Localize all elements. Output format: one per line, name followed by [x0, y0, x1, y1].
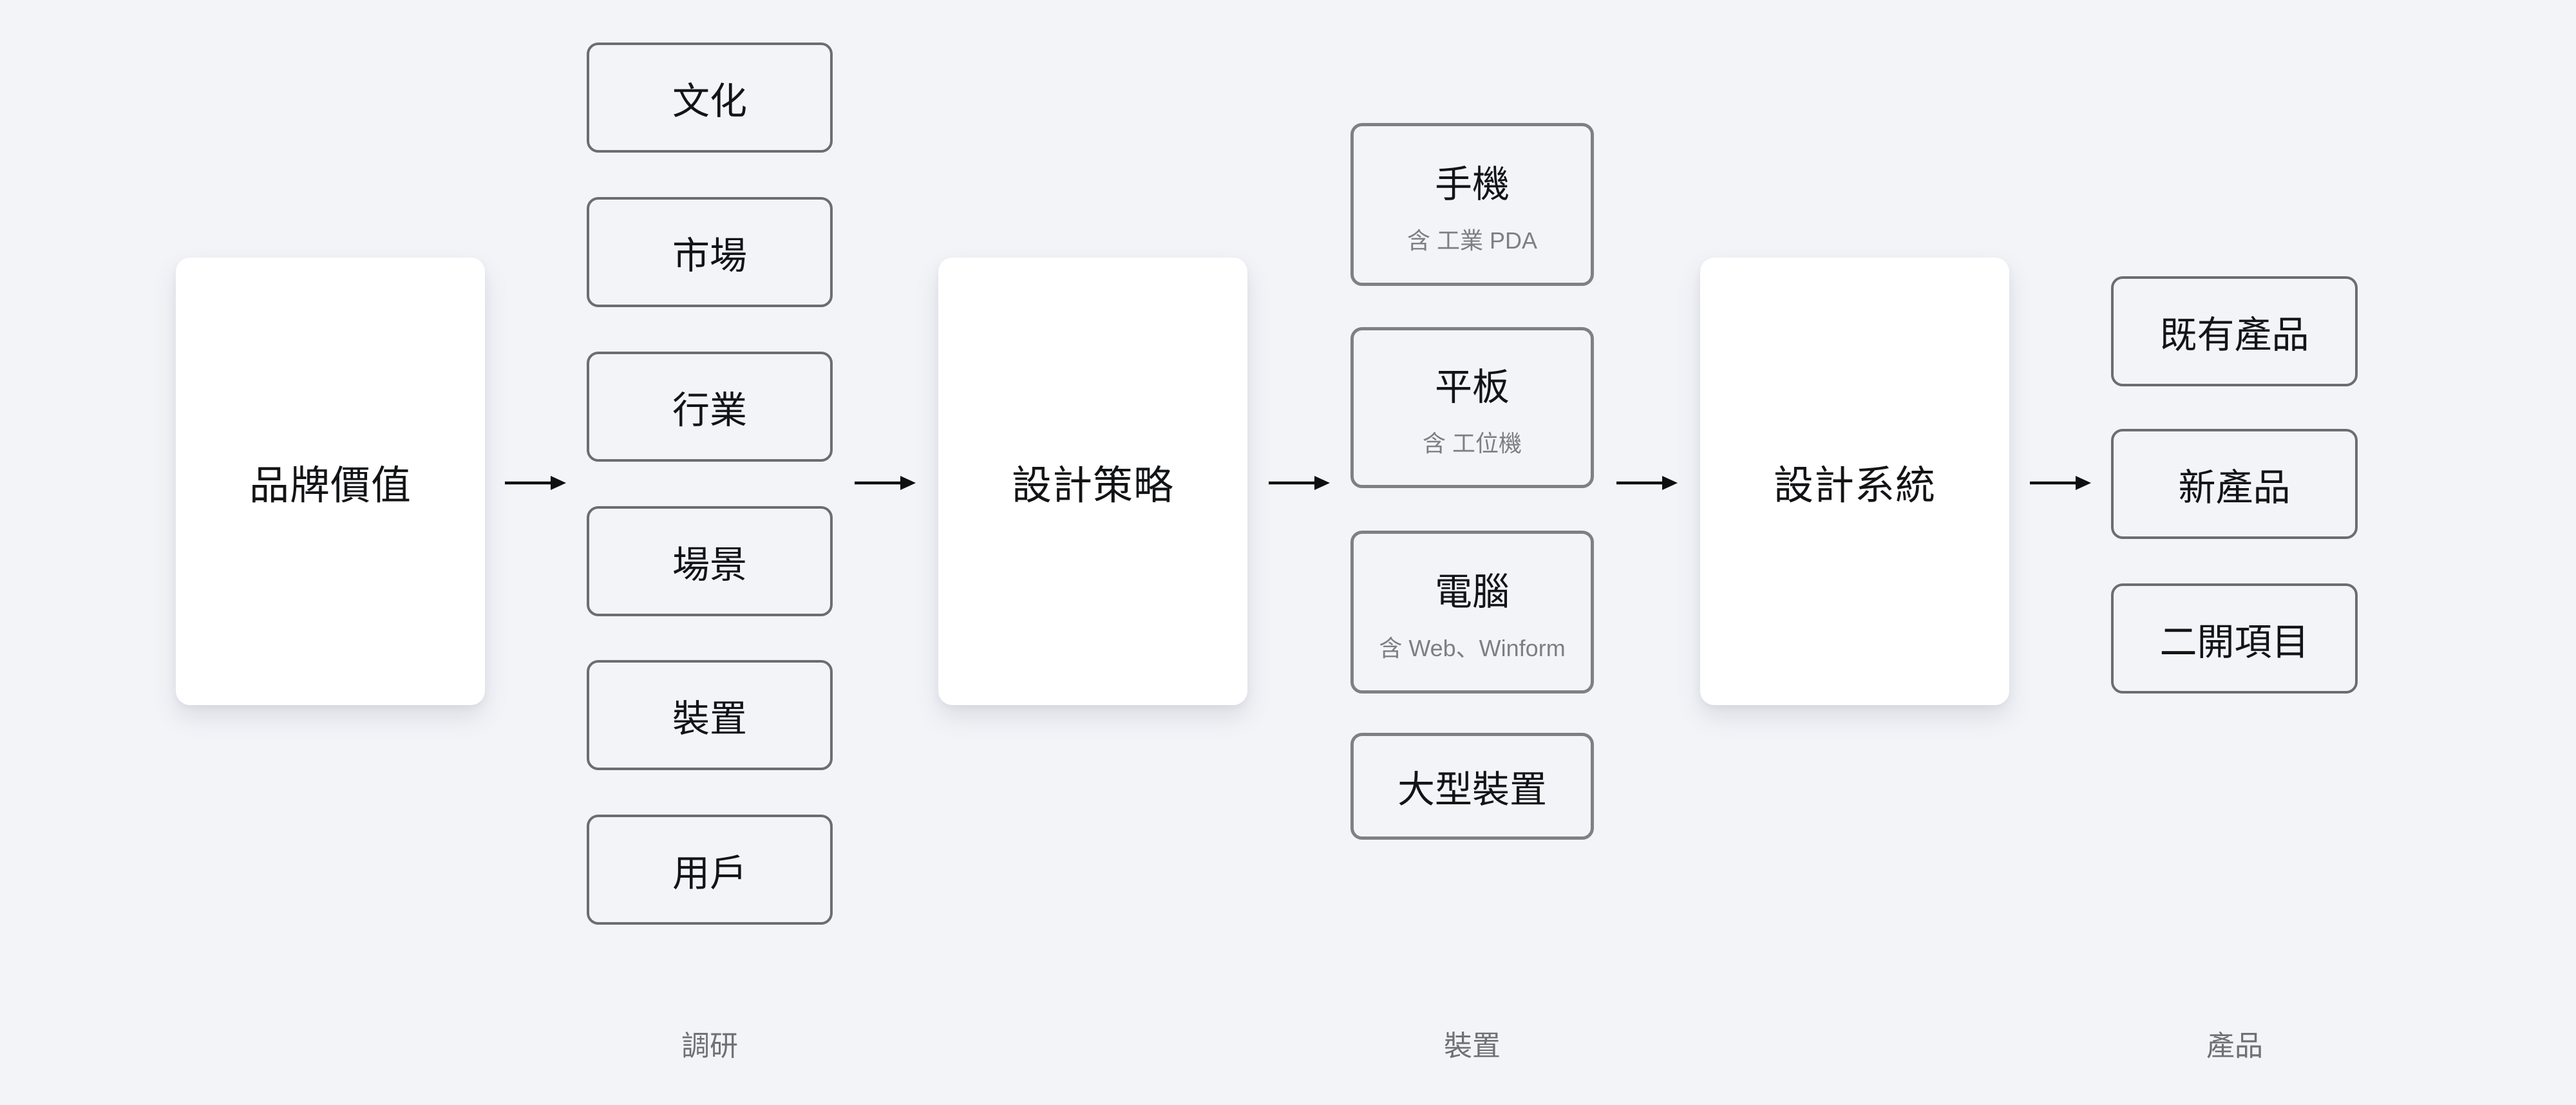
column-caption-research: 調研	[681, 1030, 738, 1062]
device-node-computer: 電腦 含 Web、Winform	[1350, 531, 1594, 694]
node-label: 用戶	[672, 852, 747, 894]
arrow-right-icon	[854, 469, 917, 496]
design-system-card: 設計系統	[1700, 258, 2009, 705]
node-label: 電腦	[1434, 571, 1510, 613]
device-node-tablet: 平板 含 工位機	[1350, 327, 1594, 488]
brand-value-label: 品牌價值	[249, 463, 412, 508]
research-node-device: 裝置	[587, 660, 833, 770]
column-caption-products: 產品	[2206, 1030, 2263, 1062]
design-strategy-card: 設計策略	[938, 258, 1247, 705]
node-sublabel: 含 Web、Winform	[1379, 634, 1566, 661]
node-label: 行業	[672, 389, 747, 431]
arrow-right-icon	[1616, 469, 1679, 496]
column-caption-devices: 裝置	[1444, 1030, 1501, 1062]
design-strategy-label: 設計策略	[1011, 463, 1174, 508]
node-label: 新產品	[2178, 466, 2291, 509]
node-label: 二開項目	[2159, 621, 2309, 663]
product-node-secondary-dev: 二開項目	[2111, 583, 2358, 694]
arrow-right-icon	[504, 469, 567, 496]
node-sublabel: 含 工位機	[1422, 430, 1522, 457]
arrow-right-icon	[1268, 469, 1331, 496]
node-label: 平板	[1434, 366, 1510, 408]
node-label: 場景	[672, 543, 747, 586]
node-label: 市場	[672, 234, 747, 277]
device-node-large-device: 大型裝置	[1350, 733, 1594, 840]
design-system-label: 設計系統	[1773, 463, 1936, 508]
research-node-user: 用戶	[587, 815, 833, 925]
product-node-existing: 既有產品	[2111, 276, 2358, 386]
arrow-right-icon	[2029, 469, 2092, 496]
node-label: 手機	[1434, 163, 1510, 205]
research-node-culture: 文化	[587, 42, 833, 153]
product-node-new: 新產品	[2111, 429, 2358, 539]
node-label: 文化	[672, 80, 747, 122]
node-label: 既有產品	[2159, 314, 2309, 356]
node-label: 裝置	[672, 697, 747, 740]
node-label: 大型裝置	[1397, 769, 1547, 811]
node-sublabel: 含 工業 PDA	[1406, 227, 1538, 254]
research-node-industry: 行業	[587, 352, 833, 462]
brand-value-card: 品牌價值	[176, 258, 485, 705]
research-node-scene: 場景	[587, 506, 833, 616]
research-node-market: 市場	[587, 197, 833, 307]
device-node-phone: 手機 含 工業 PDA	[1350, 123, 1594, 286]
